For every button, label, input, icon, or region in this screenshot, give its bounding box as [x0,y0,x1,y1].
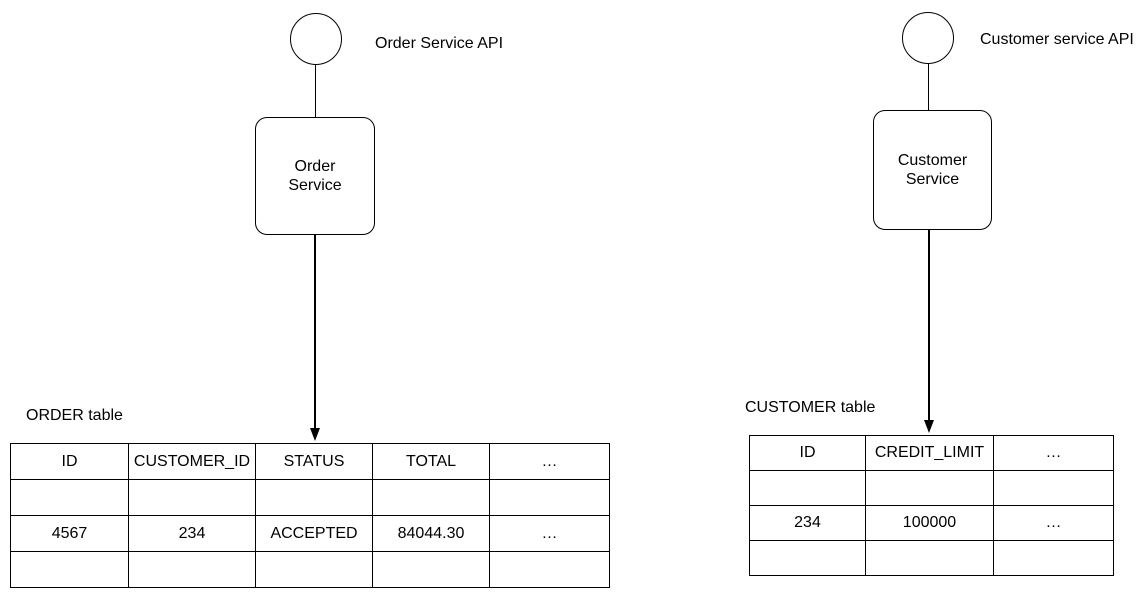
customer-table: ID CREDIT_LIMIT … 234 100000 … [749,435,1114,576]
order-table-cell [372,551,490,588]
customer-table-cell [749,540,866,576]
order-table: ID CUSTOMER_ID STATUS TOTAL … 4567 234 [10,443,610,588]
customer-service-box-label: Customer Service [897,152,968,188]
customer-table-header-row: ID CREDIT_LIMIT … [749,435,1114,471]
order-table-row [10,551,610,588]
customer-db-arrow-line [928,230,930,420]
order-table-header-row: ID CUSTOMER_ID STATUS TOTAL … [10,443,610,480]
customer-table-cell [749,470,866,506]
customer-table-label: CUSTOMER table [745,399,876,416]
order-table-cell: 4567 [10,515,129,552]
order-table-cell [128,551,256,588]
order-db-arrow-line [314,235,316,429]
customer-table-header-cell: ID [749,435,866,471]
order-table-cell [372,479,490,516]
order-api-connector-line [315,65,316,117]
customer-db-arrowhead-icon [924,420,934,433]
customer-table-cell [993,540,1114,576]
order-table-cell: … [489,515,610,552]
customer-table-cell [865,540,994,576]
order-table-wrap: ID CUSTOMER_ID STATUS TOTAL … 4567 234 [10,443,610,588]
order-table-row [10,479,610,516]
order-table-row: 4567 234 ACCEPTED 84044.30 … [10,515,610,552]
order-table-label: ORDER table [26,407,123,424]
order-table-cell: 84044.30 [372,515,490,552]
order-table-cell: ACCEPTED [255,515,373,552]
order-table-cell [489,551,610,588]
order-api-endpoint-circle [290,13,342,65]
customer-table-header-cell: … [993,435,1114,471]
customer-table-row [749,540,1114,576]
order-table-header-cell: STATUS [255,443,373,480]
customer-api-connector-line [928,64,929,110]
order-service-box-label: Order Service [288,158,342,194]
order-table-cell [128,479,256,516]
order-table-header-cell: CUSTOMER_ID [128,443,256,480]
order-table-cell [489,479,610,516]
order-api-label: Order Service API [375,35,504,52]
customer-table-cell: … [993,505,1114,541]
order-table-cell [10,479,129,516]
customer-table-row: 234 100000 … [749,505,1114,541]
order-table-header-cell: ID [10,443,129,480]
order-table-cell [255,551,373,588]
order-service-box: Order Service [255,117,375,235]
customer-api-label: Customer service API [980,31,1134,48]
customer-table-cell [993,470,1114,506]
customer-table-wrap: ID CREDIT_LIMIT … 234 100000 … [749,435,1114,576]
customer-service-box: Customer Service [873,110,992,230]
order-db-arrowhead-icon [310,428,320,441]
order-table-cell [255,479,373,516]
customer-table-cell: 100000 [865,505,994,541]
order-table-cell: 234 [128,515,256,552]
order-table-cell [10,551,129,588]
customer-table-cell [865,470,994,506]
customer-table-row [749,470,1114,506]
customer-table-header-cell: CREDIT_LIMIT [865,435,994,471]
order-table-header-cell: … [489,443,610,480]
order-table-header-cell: TOTAL [372,443,490,480]
customer-table-cell: 234 [749,505,866,541]
customer-api-endpoint-circle [902,12,954,64]
